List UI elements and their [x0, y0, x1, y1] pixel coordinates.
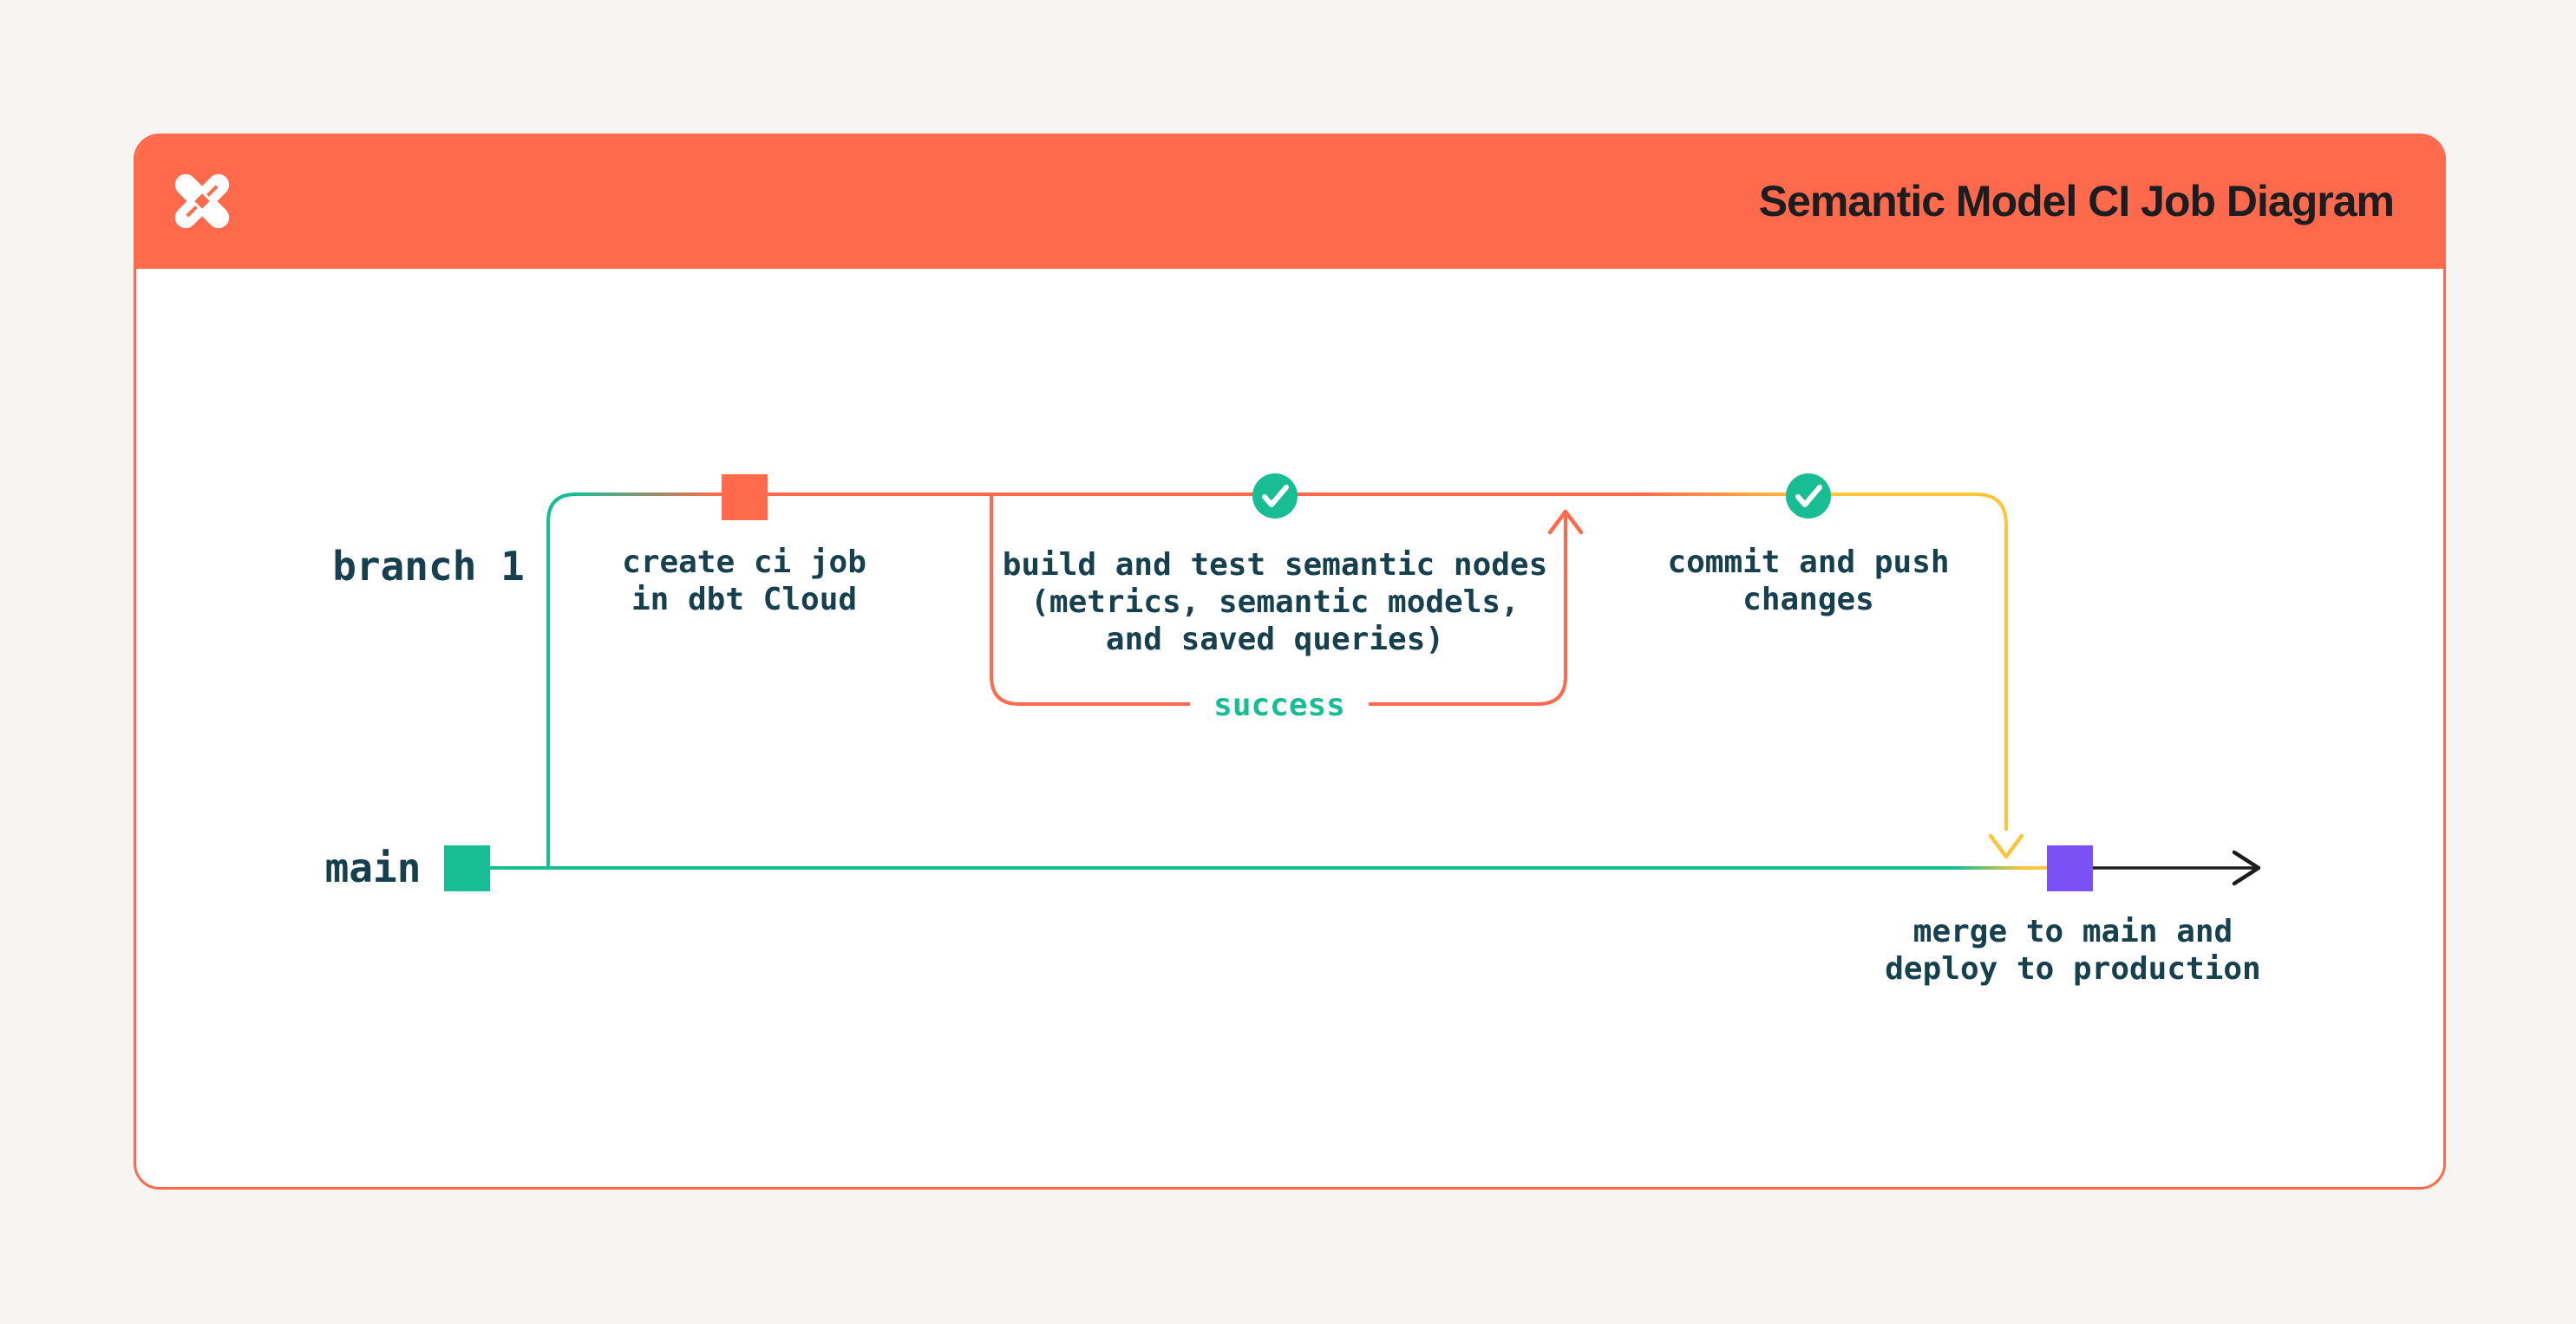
- diagram-card: Semantic Model CI Job Diagram: [134, 134, 2446, 1190]
- commit-square-main-start: [444, 845, 490, 891]
- check-icon-commit-push: [1786, 473, 1831, 519]
- commit-square-merge: [2047, 845, 2093, 891]
- success-loop-left: [990, 496, 1190, 706]
- success-loop-right: [1369, 513, 1567, 706]
- merge-curve-down: [1975, 492, 2008, 831]
- page-title: Semantic Model CI Job Diagram: [1758, 177, 2395, 225]
- create-ci-label-line1: create ci job: [622, 545, 866, 580]
- check-icon-build-test: [1252, 473, 1298, 519]
- merge-label-line2: deploy to production: [1885, 951, 2260, 987]
- build-test-label-line2: (metrics, semantic models,: [1030, 584, 1520, 620]
- dbt-logo-icon: [167, 166, 238, 237]
- main-label: main: [325, 845, 422, 891]
- build-test-label-line3: and saved queries): [1106, 622, 1444, 657]
- success-label: success: [1213, 688, 1345, 723]
- commit-square-create-ci: [722, 474, 768, 520]
- create-ci-label-line2: in dbt Cloud: [631, 582, 857, 617]
- commit-push-label-line1: commit and push: [1667, 545, 1949, 580]
- merge-label-line1: merge to main and: [1913, 914, 2233, 949]
- build-test-label-line1: build and test semantic nodes: [1003, 547, 1548, 583]
- branch-curve: [546, 492, 577, 868]
- merge-arrowhead-icon: [1988, 833, 2024, 859]
- production-arrowhead-icon: [2232, 850, 2261, 886]
- success-arrowhead-icon: [1547, 509, 1584, 535]
- branch-label: branch 1: [332, 543, 525, 590]
- card-header: Semantic Model CI Job Diagram: [136, 136, 2443, 269]
- commit-push-label-line2: changes: [1742, 582, 1874, 617]
